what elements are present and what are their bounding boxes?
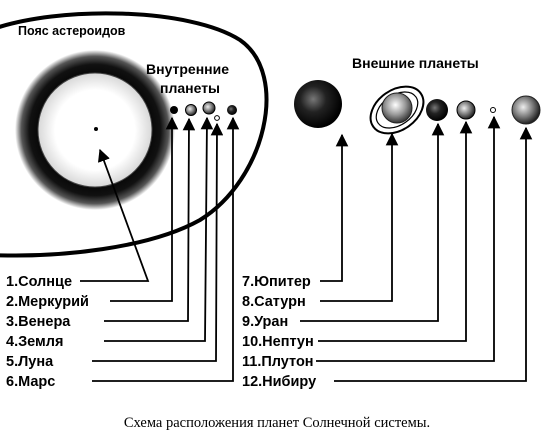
pluto-icon — [490, 107, 496, 113]
label-pluto: 11.Плутон — [242, 354, 314, 370]
uranus-icon — [426, 99, 448, 121]
inner-planets-header-line2: планеты — [160, 80, 220, 96]
label-nibiru: 12.Нибиру — [242, 374, 316, 390]
asteroid-belt-ellipse — [0, 11, 269, 258]
leader-uranus — [300, 122, 445, 322]
jupiter-icon — [294, 80, 342, 128]
label-moon: 5.Луна — [6, 354, 54, 370]
label-sun: 1.Солнце — [6, 274, 72, 290]
sun-icon — [15, 50, 175, 210]
leader-mars — [92, 116, 240, 382]
leader-jupiter — [320, 133, 349, 282]
leader-neptune — [318, 120, 473, 342]
label-earth: 4.Земля — [6, 334, 63, 350]
saturn-icon — [369, 85, 425, 135]
leader-earth — [104, 116, 214, 342]
leader-moon — [92, 122, 224, 362]
inner-planets-header-line1: Внутренние — [146, 61, 229, 77]
leader-mercury — [110, 116, 179, 302]
label-venus: 3.Венера — [6, 314, 71, 330]
leader-sun — [80, 148, 150, 282]
label-uranus: 9.Уран — [242, 314, 288, 330]
diagram-caption: Схема расположения планет Солнечной сист… — [124, 415, 430, 431]
outer-planets-header: Внешние планеты — [352, 55, 479, 71]
label-mercury: 2.Меркурий — [6, 294, 89, 310]
leader-nibiru — [334, 126, 533, 382]
neptune-icon — [456, 100, 476, 120]
moon-icon — [214, 115, 220, 121]
mercury-icon — [170, 106, 178, 114]
label-neptune: 10.Нептун — [242, 334, 314, 350]
leader-venus — [104, 117, 196, 322]
earth-icon — [202, 101, 216, 115]
label-jupiter: 7.Юпитер — [242, 274, 311, 290]
label-mars: 6.Марс — [6, 374, 55, 390]
asteroid-belt-label: Пояс астероидов — [18, 24, 126, 38]
leader-saturn — [320, 132, 399, 302]
venus-icon — [185, 104, 197, 116]
leader-pluto — [316, 115, 501, 362]
mars-icon — [227, 105, 237, 115]
label-saturn: 8.Сатурн — [242, 294, 306, 310]
nibiru-icon — [511, 95, 541, 125]
